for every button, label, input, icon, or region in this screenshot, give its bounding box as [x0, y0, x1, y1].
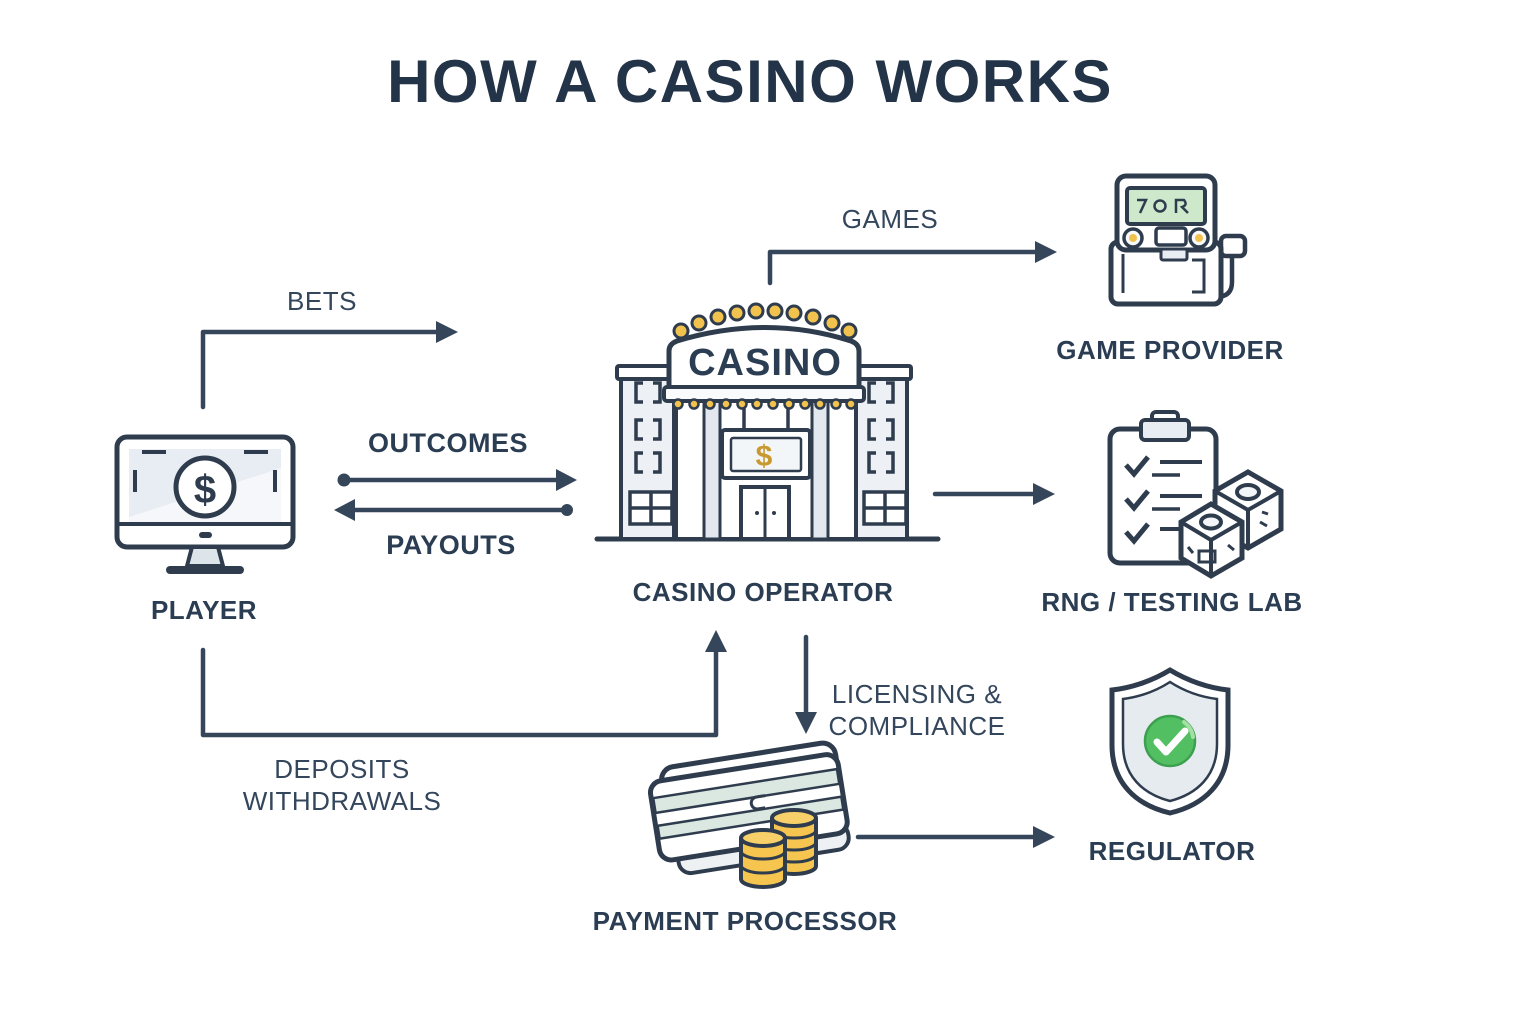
coin-stack-left — [739, 828, 787, 889]
deposits-withdrawals-label: DEPOSITS WITHDRAWALS — [243, 753, 442, 817]
clipboard-dice-icon — [1107, 410, 1284, 579]
casino-sign-text: CASINO — [688, 342, 842, 384]
shield-check-icon — [1109, 667, 1231, 816]
regulator-label: REGULATOR — [1088, 836, 1256, 866]
slot-screen-symbols — [1137, 198, 1189, 214]
check-circle — [1143, 714, 1197, 768]
payouts-label: PAYOUTS — [386, 530, 516, 560]
slot-machine-icon — [1108, 173, 1248, 307]
casino-building-icon — [594, 302, 941, 542]
bets-label: BETS — [287, 286, 357, 316]
cards-coins-icon — [647, 740, 851, 889]
licensing-compliance-arrow — [795, 634, 817, 734]
payment-to-regulator-arrow — [855, 826, 1055, 848]
page-title: HOW A CASINO WORKS — [387, 48, 1113, 115]
bets-arrow — [200, 321, 458, 410]
deposits-withdrawals-arrow — [200, 630, 727, 738]
player-label: PLAYER — [150, 595, 258, 625]
die-front — [1178, 501, 1245, 579]
arrows-layer — [200, 241, 1057, 848]
deposits-line1: DEPOSITS — [274, 754, 410, 784]
player-dollar-symbol: $ — [193, 468, 217, 512]
outcomes-label: OUTCOMES — [367, 428, 529, 458]
payouts-arrow — [334, 499, 573, 521]
monitor-dollar-icon — [114, 434, 296, 574]
licensing-line2: COMPLIANCE — [828, 711, 1006, 741]
casino-operator-label: CASINO OPERATOR — [632, 577, 894, 607]
outcomes-arrow — [337, 469, 577, 491]
casino-display-symbol: $ — [755, 440, 773, 473]
licensing-line1: LICENSING & — [831, 679, 1003, 709]
wing-windows — [628, 381, 908, 526]
marquee-bulbs — [672, 398, 857, 410]
payment-processor-label: PAYMENT PROCESSOR — [592, 906, 898, 936]
licensing-compliance-label: LICENSING & COMPLIANCE — [829, 678, 1006, 742]
game-provider-label: GAME PROVIDER — [1056, 335, 1284, 365]
deposits-line2: WITHDRAWALS — [242, 786, 442, 816]
rng-lab-label: RNG / TESTING LAB — [1041, 587, 1303, 617]
games-label: GAMES — [841, 204, 939, 234]
casino-to-rng-arrow — [932, 483, 1055, 505]
dollar-circle — [173, 455, 237, 519]
sign-bulbs — [672, 302, 858, 340]
games-arrow — [767, 241, 1057, 286]
casino-sign — [666, 325, 862, 395]
